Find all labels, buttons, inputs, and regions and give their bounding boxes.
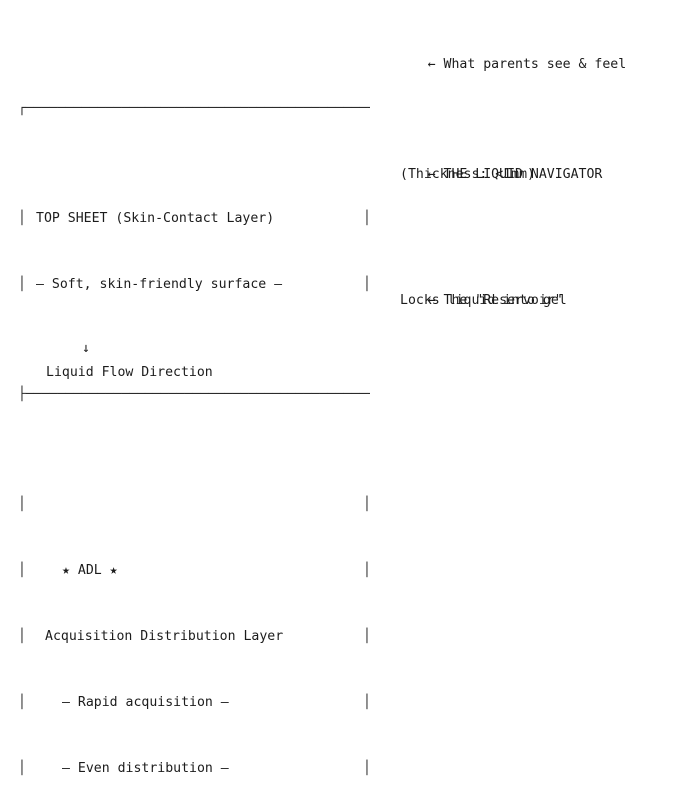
left-arrow-icon: ← bbox=[427, 167, 436, 182]
top-sheet-detail: – Soft, skin-friendly surface – bbox=[36, 277, 283, 292]
box-divider-1-line: ├───────────────────────────────────────… bbox=[18, 387, 370, 402]
box-divider-1: ├───────────────────────────────────────… bbox=[18, 384, 370, 406]
adl-row-4: │ │ – Even distribution – bbox=[18, 758, 371, 780]
adl-row-0: │ │ bbox=[18, 494, 371, 516]
box-right-edge: │ bbox=[363, 629, 371, 644]
box-left-edge: │ bbox=[18, 761, 26, 776]
box-left-edge: │ bbox=[18, 211, 26, 226]
top-sheet-row-1: │ │ – Soft, skin-friendly surface – bbox=[18, 274, 371, 296]
liquid-flow-label: Liquid Flow Direction bbox=[46, 365, 213, 380]
box-left-edge: │ bbox=[18, 277, 26, 292]
box-left-edge: │ bbox=[18, 563, 26, 578]
box-right-edge: │ bbox=[363, 563, 371, 578]
box-left-edge: │ bbox=[18, 497, 26, 512]
diagram-canvas: ┌───────────────────────────────────────… bbox=[18, 10, 626, 776]
box-left-edge: │ bbox=[18, 629, 26, 644]
box-right-edge: │ bbox=[363, 695, 371, 710]
annotation-adl-text: THE LIQUID NAVIGATOR bbox=[443, 167, 603, 182]
left-arrow-icon: ← bbox=[427, 293, 436, 308]
adl-row-2: │ │ Acquisition Distribution Layer bbox=[18, 626, 371, 648]
adl-badge: ★ ADL ★ bbox=[62, 563, 118, 578]
layer-stack-diagram: ┌───────────────────────────────────────… bbox=[18, 10, 371, 800]
box-top-border-line: ┌───────────────────────────────────────… bbox=[18, 101, 370, 116]
annotation-column: ← What parents see & feel ← THE LIQUID N… bbox=[380, 10, 626, 308]
box-right-edge: │ bbox=[363, 211, 371, 226]
box-right-edge: │ bbox=[363, 761, 371, 776]
annotation-core: ← The "Reservoir" bbox=[380, 268, 563, 334]
top-sheet-title: TOP SHEET (Skin-Contact Layer) bbox=[36, 211, 275, 226]
annotation-core-sub: Locks liquid into gel bbox=[400, 293, 567, 308]
box-right-edge: │ bbox=[363, 277, 371, 292]
adl-row-1: │ │ ★ ADL ★ bbox=[18, 560, 371, 582]
top-sheet-row-0: │ │ TOP SHEET (Skin-Contact Layer) bbox=[18, 208, 371, 230]
box-left-edge: │ bbox=[18, 695, 26, 710]
annotation-core-text: The "Reservoir" bbox=[443, 293, 563, 308]
annotation-top-sheet-text: What parents see & feel bbox=[443, 57, 627, 72]
annotation-top-sheet: ← What parents see & feel bbox=[380, 32, 627, 98]
annotation-adl: ← THE LIQUID NAVIGATOR bbox=[380, 142, 603, 208]
annotation-adl-sub: (Thickness: <1mm) bbox=[400, 167, 535, 182]
adl-feature-even-distribution: – Even distribution – bbox=[62, 761, 229, 776]
left-arrow-icon: ← bbox=[427, 57, 436, 72]
adl-row-3: │ │ – Rapid acquisition – bbox=[18, 692, 371, 714]
adl-feature-rapid-acquisition: – Rapid acquisition – bbox=[62, 695, 229, 710]
adl-full-name: Acquisition Distribution Layer bbox=[45, 629, 284, 644]
box-top-border: ┌───────────────────────────────────────… bbox=[18, 98, 370, 120]
box-right-edge: │ bbox=[363, 497, 371, 512]
down-arrow-icon: ↓ bbox=[82, 341, 90, 356]
